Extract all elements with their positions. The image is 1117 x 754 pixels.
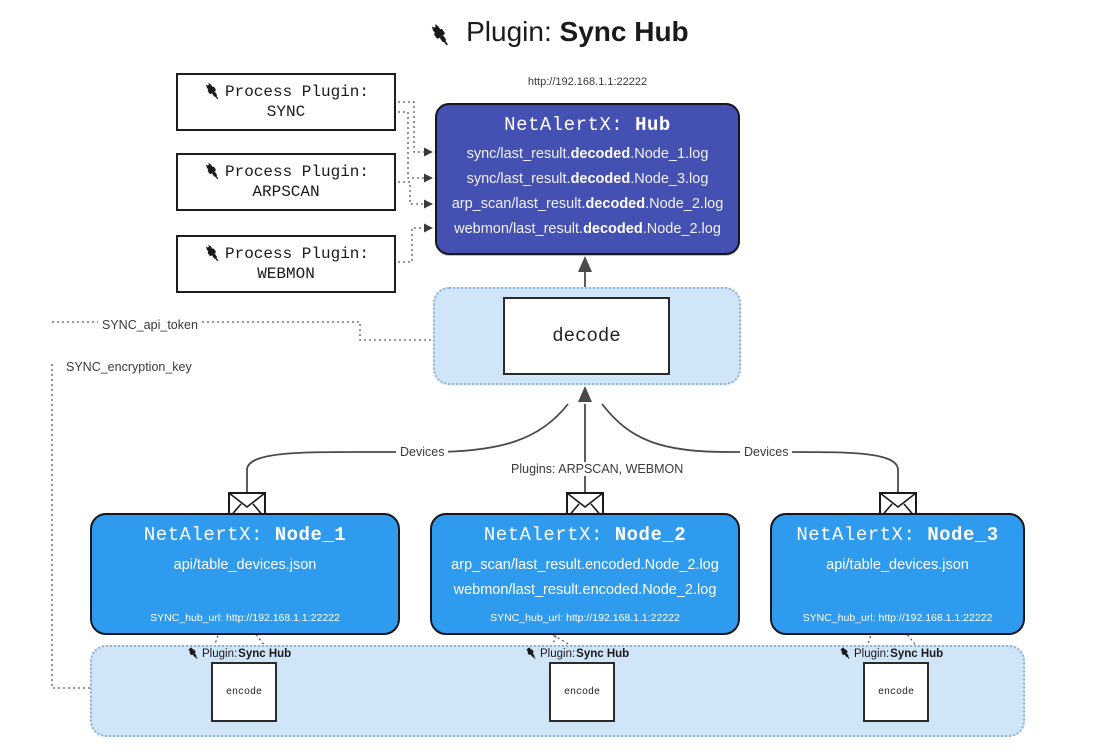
node-hub-url: SYNC_hub_url: http://192.168.1.1:22222 <box>490 612 680 624</box>
node-box-2[interactable]: NetAlertX: Node_2 arp_scan/last_result.e… <box>430 513 740 635</box>
sync-encryption-key-label: SYNC_encryption_key <box>62 360 196 374</box>
node-title: NetAlertX: Node_2 <box>483 524 687 546</box>
plug-icon <box>203 162 223 182</box>
decode-box[interactable]: decode <box>503 297 670 375</box>
hub-log-line: arp_scan/last_result.decoded.Node_2.log <box>451 196 724 212</box>
hub-title: NetAlertX: Hub <box>504 114 671 136</box>
node-line: api/table_devices.json <box>173 557 317 573</box>
encode-box-2[interactable]: encode <box>549 662 615 722</box>
encode-plugin-label-1: Plugin: Sync Hub <box>186 646 291 661</box>
node-hub-url: SYNC_hub_url: http://192.168.1.1:22222 <box>802 612 993 624</box>
node-line: arp_scan/last_result.encoded.Node_2.log <box>451 557 719 573</box>
plug-icon <box>203 244 223 264</box>
hub-url-label: http://192.168.1.1:22222 <box>527 76 648 88</box>
plug-icon <box>186 646 201 661</box>
node-title: NetAlertX: Node_3 <box>796 524 999 546</box>
node-line-list: arp_scan/last_result.encoded.Node_2.log … <box>432 553 738 603</box>
node-hub-url: SYNC_hub_url: http://192.168.1.1:22222 <box>150 612 340 624</box>
page-title: Plugin: Sync Hub <box>0 16 1117 51</box>
devices-label-right: Devices <box>740 445 793 459</box>
plugins-label: Plugins: ARPSCAN, WEBMON <box>507 462 688 476</box>
hub-log-line: webmon/last_result.decoded.Node_2.log <box>454 221 721 237</box>
hub-log-line: sync/last_result.decoded.Node_1.log <box>466 146 709 162</box>
process-plugin-name: ARPSCAN <box>252 183 320 201</box>
process-plugin-name: WEBMON <box>257 265 315 283</box>
hub-node[interactable]: NetAlertX: Hub sync/last_result.decoded.… <box>435 103 740 255</box>
plug-icon <box>428 19 462 50</box>
process-plugin-name: SYNC <box>266 103 306 121</box>
process-plugin-arpscan[interactable]: Process Plugin: ARPSCAN <box>176 153 396 211</box>
page-title-lead: Plugin: <box>466 16 560 47</box>
process-plugin-title: Process Plugin: <box>224 162 370 181</box>
node-line: webmon/last_result.encoded.Node_2.log <box>453 582 717 598</box>
plug-icon <box>203 82 223 102</box>
node-line-list: api/table_devices.json <box>92 553 398 578</box>
encode-box-3[interactable]: encode <box>863 662 929 722</box>
process-plugin-title: Process Plugin: <box>224 82 370 101</box>
hub-log-line: sync/last_result.decoded.Node_3.log <box>466 171 709 187</box>
plug-icon <box>838 646 853 661</box>
encode-plugin-label-2: Plugin: Sync Hub <box>524 646 629 661</box>
node-box-1[interactable]: NetAlertX: Node_1 api/table_devices.json… <box>90 513 400 635</box>
encode-box-1[interactable]: encode <box>211 662 277 722</box>
hub-log-list: sync/last_result.decoded.Node_1.log sync… <box>437 142 738 242</box>
node-line-list: api/table_devices.json <box>772 553 1023 578</box>
node-title: NetAlertX: Node_1 <box>143 524 347 546</box>
sync-api-token-label: SYNC_api_token <box>98 318 202 332</box>
process-plugin-webmon[interactable]: Process Plugin: WEBMON <box>176 235 396 293</box>
process-plugin-sync[interactable]: Process Plugin: SYNC <box>176 73 396 131</box>
devices-label-left: Devices <box>396 445 449 459</box>
node-box-3[interactable]: NetAlertX: Node_3 api/table_devices.json… <box>770 513 1025 635</box>
page-title-strong: Sync Hub <box>559 16 689 47</box>
node-line: api/table_devices.json <box>826 557 969 573</box>
process-plugin-title: Process Plugin: <box>224 244 370 263</box>
encode-plugin-label-3: Plugin: Sync Hub <box>838 646 943 661</box>
plug-icon <box>524 646 539 661</box>
